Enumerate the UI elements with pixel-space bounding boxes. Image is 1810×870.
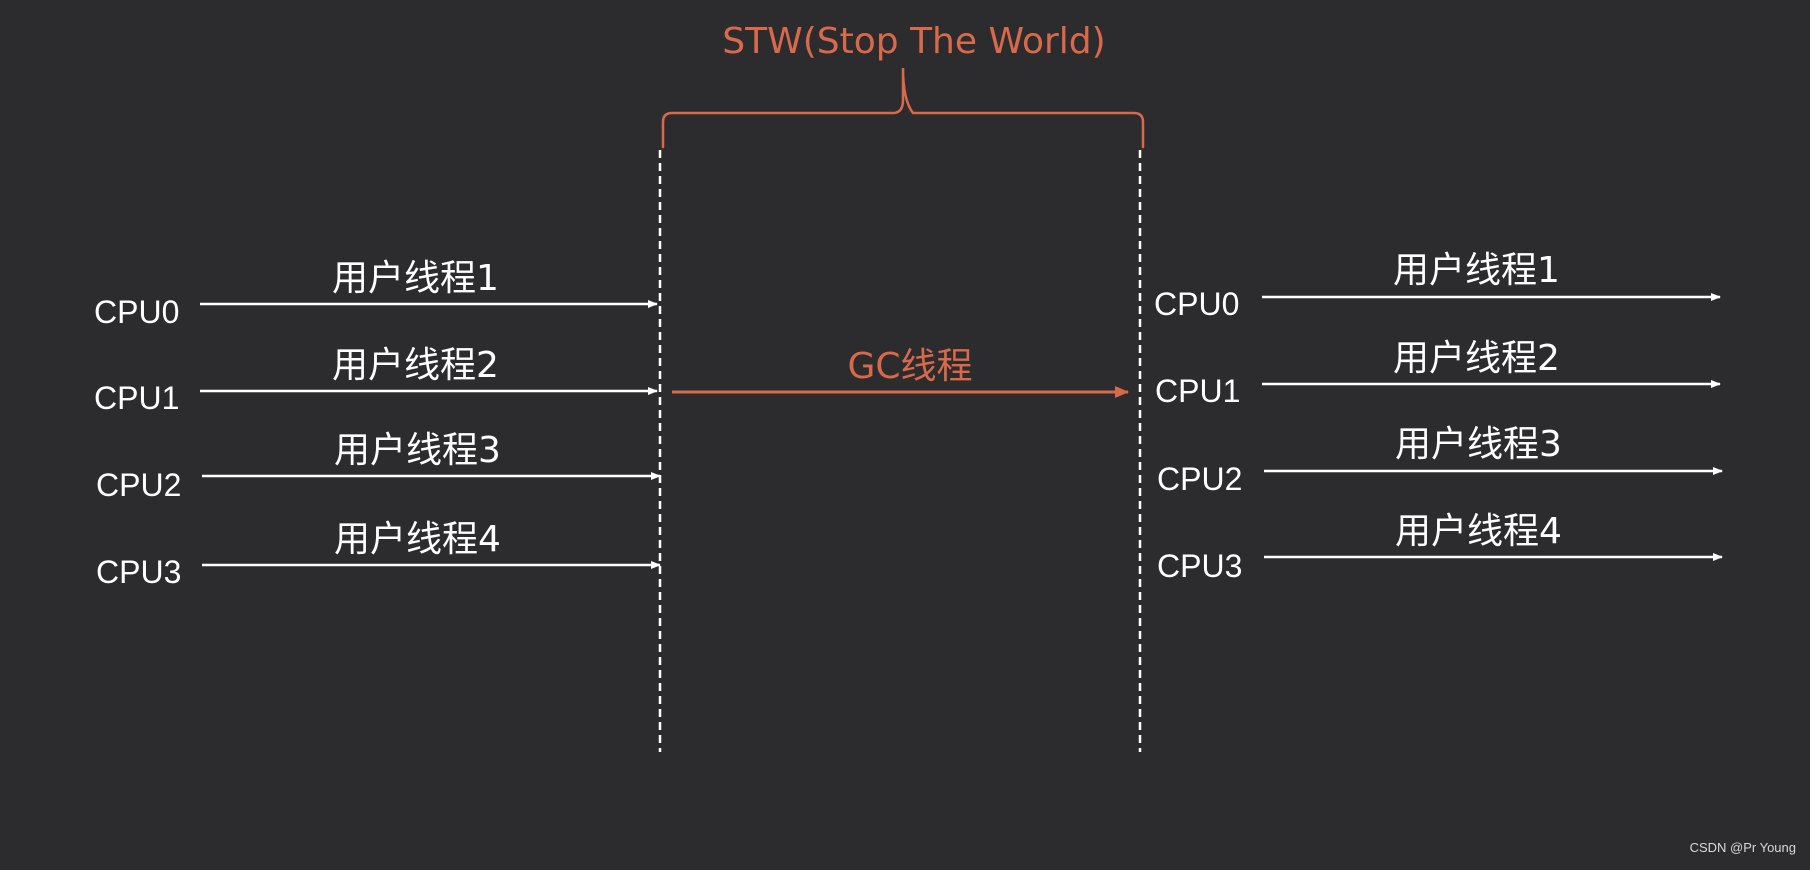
left-thread-label-2: 用户线程3 [334,430,501,471]
left-thread-label-3: 用户线程4 [334,519,501,560]
gc-thread-group: GC线程 [672,346,1129,398]
stw-label: STW(Stop The World) [722,21,1105,62]
right-thread-label-3: 用户线程4 [1395,511,1562,552]
watermark: CSDN @Pr Young [1690,840,1796,855]
right-cpu-label-0: CPU0 [1154,286,1239,322]
right-thread-label-2: 用户线程3 [1395,424,1562,465]
left-cpu-label-0: CPU0 [94,294,179,330]
left-thread-label-0: 用户线程1 [332,258,499,299]
right-thread-group: CPU0 用户线程1 CPU1 用户线程2 CPU2 用户线程3 CPU3 用户… [1154,250,1723,584]
stw-brace [661,67,1145,149]
left-cpu-label-1: CPU1 [94,380,179,416]
right-cpu-label-1: CPU1 [1155,373,1240,409]
left-cpu-label-2: CPU2 [96,467,181,503]
left-thread-group: CPU0 用户线程1 CPU1 用户线程2 CPU2 用户线程3 CPU3 用户… [94,258,661,590]
right-thread-label-0: 用户线程1 [1393,250,1560,291]
gc-thread-label: GC线程 [847,346,972,387]
right-cpu-label-3: CPU3 [1157,548,1242,584]
left-cpu-label-3: CPU3 [96,554,181,590]
left-thread-label-1: 用户线程2 [332,345,499,386]
right-cpu-label-2: CPU2 [1157,461,1242,497]
right-thread-label-1: 用户线程2 [1393,338,1560,379]
